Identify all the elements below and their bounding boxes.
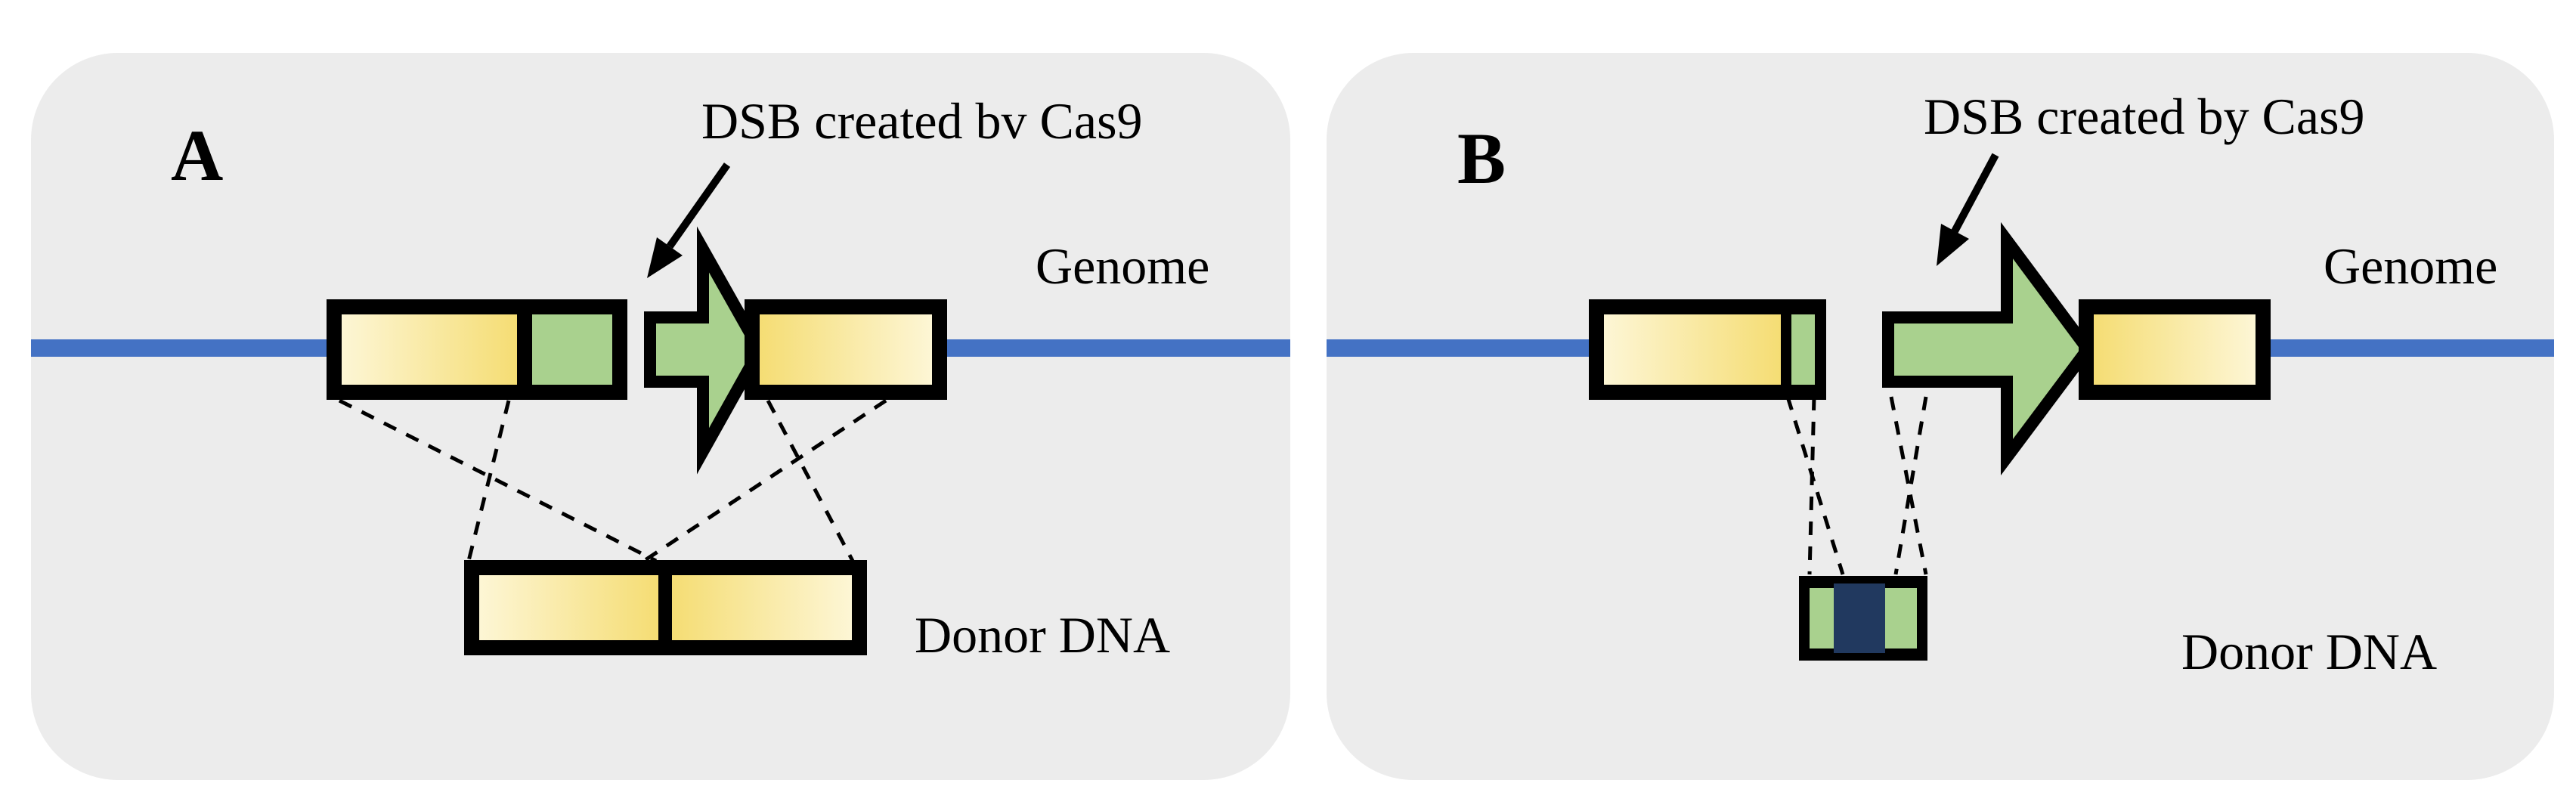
green-sliver-b [1791,314,1815,385]
panel-a [31,53,1290,780]
panel-b-background [1327,53,2554,780]
dsb-annotation-a: DSB created bv Cas9 [701,92,1143,150]
dsb-annotation-b: DSB created by Cas9 [1924,88,2365,145]
panel-b [1327,53,2554,780]
genome-cassette-right-a [745,299,947,400]
homology-arm-left-a [342,314,517,385]
dashed-line [1785,396,1845,575]
dsb-pointer-arrow-a [647,163,731,278]
pointer-arrowhead [1937,224,1969,266]
panel-a-background [31,53,1290,780]
homology-dashed-lines-a [338,398,887,563]
dashed-line [1893,396,1928,575]
homology-arm-left-b [1604,314,1781,385]
dashed-line [1807,396,1816,575]
dashed-line [338,398,658,563]
green-segment-a [532,314,612,385]
homology-dashed-lines-b [1785,396,1928,575]
panel-b-letter: B [1457,118,1507,199]
gene-block-arrow-b [1882,221,2095,476]
homology-arm-right-b [2094,314,2256,385]
genome-line-left-a [31,339,386,357]
donor-dna-box-a [464,560,867,655]
genome-cassette-left-b [1589,299,1826,400]
genome-label-b: Genome [2324,237,2498,295]
pointer-arrowhead [647,237,683,278]
gene-block-arrow-a [644,226,767,475]
donor-arm-left-a [479,575,658,640]
homology-arm-right-a [760,314,932,385]
donor-dna-box-b [1799,576,1927,661]
dsb-pointer-arrow-b [1937,153,1999,266]
dashed-line [466,400,511,562]
genome-cassette-right-b [2079,299,2271,400]
pointer-line [1951,153,1999,234]
donor-arm-right-a [672,575,852,640]
panel-a-letter: A [171,115,224,196]
genome-cassette-left-a [327,299,627,400]
genome-line-left-b [1327,339,1652,357]
donor-navy-insert-b [1834,583,1885,653]
dashed-line [766,399,855,562]
donor-dna-label-b: Donor DNA [2181,623,2438,680]
genome-label-a: Genome [1036,237,1210,295]
donor-dna-label-a: Donor DNA [915,606,1171,664]
dashed-line [1889,396,1928,575]
pointer-line [666,163,731,249]
